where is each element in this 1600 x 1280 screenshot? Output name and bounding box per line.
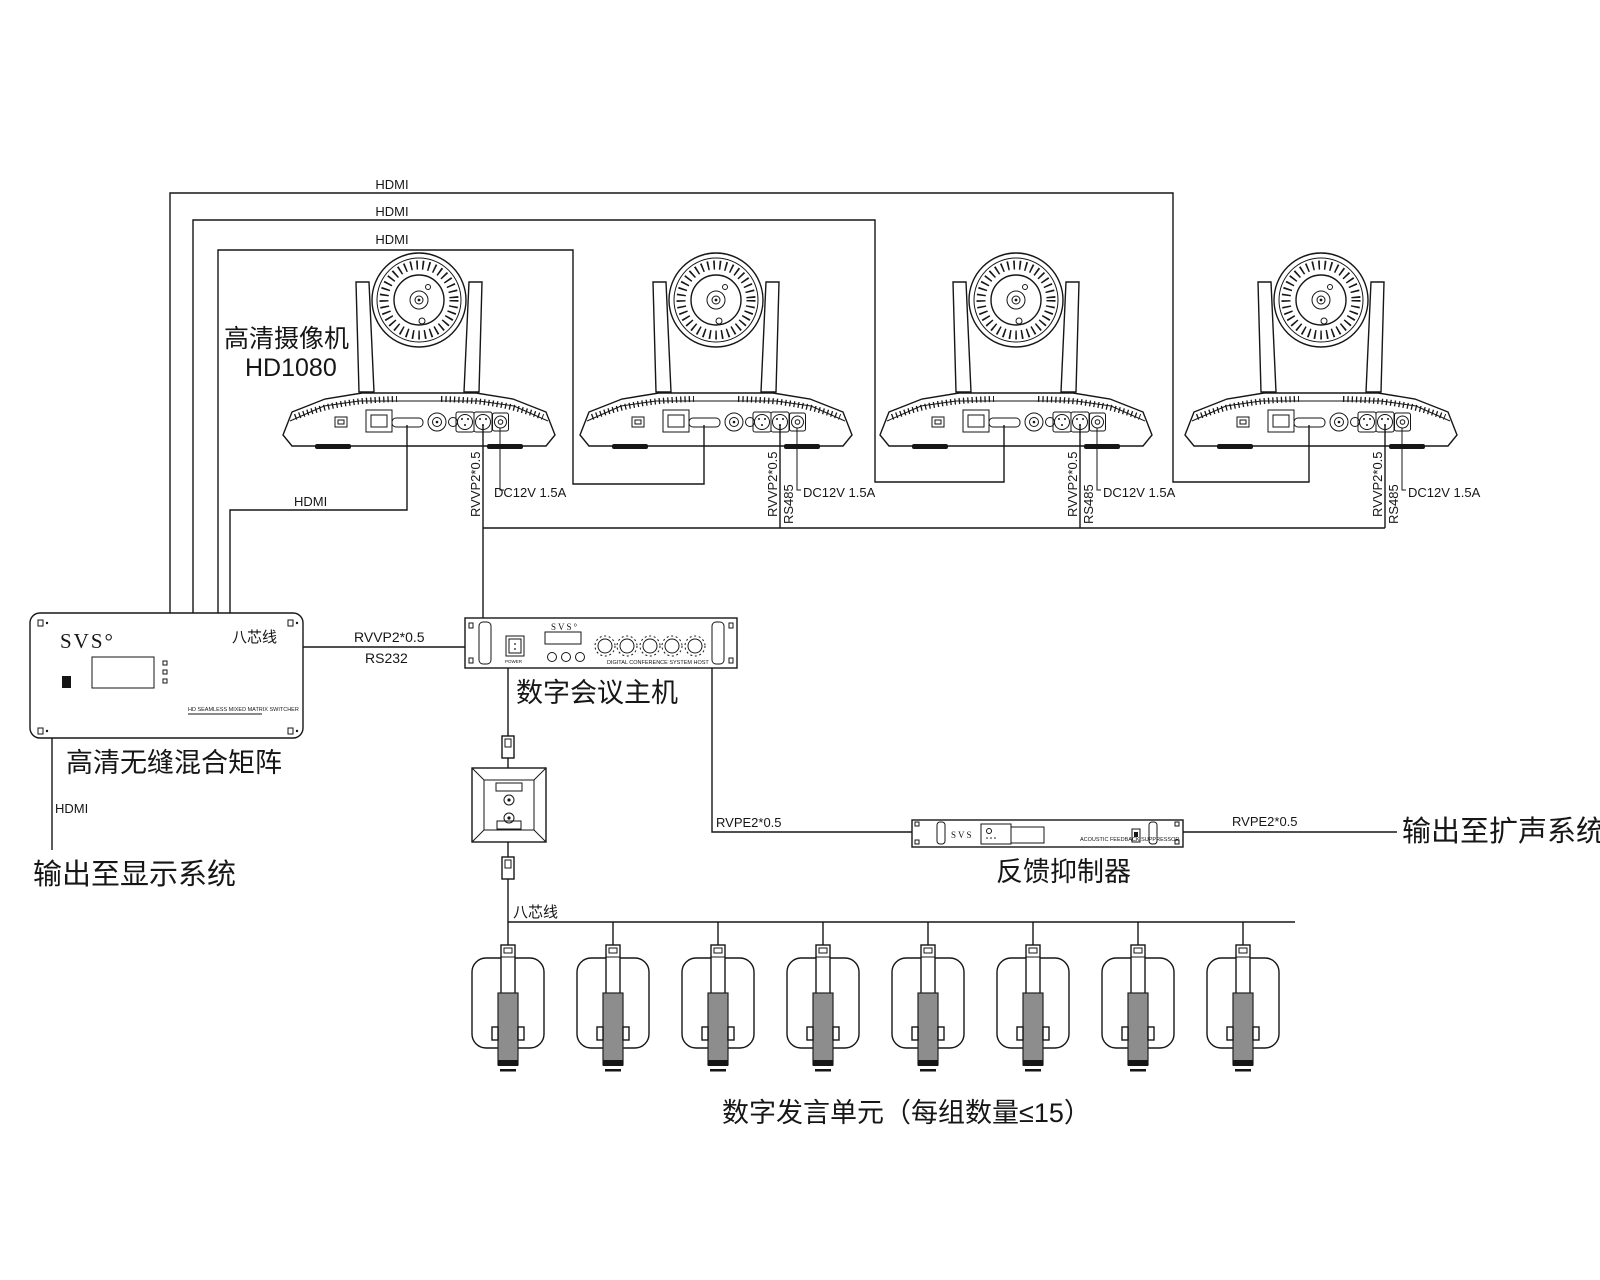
dc-stub-3 xyxy=(1096,428,1101,491)
mic-unit-8 xyxy=(1206,944,1280,1073)
rvpe-label-right: RVPE2*0.5 xyxy=(1232,814,1298,829)
hdmi-label-top-2: HDMI xyxy=(375,204,408,219)
hdmi-cable-camera-4 xyxy=(169,192,1310,613)
camera-name-line1: 高清摄像机 xyxy=(224,325,349,353)
rvpe-label-left: RVPE2*0.5 xyxy=(716,815,782,830)
hdmi-label-display-out: HDMI xyxy=(55,801,88,816)
camera-3 xyxy=(880,253,1152,449)
host-knobs xyxy=(594,635,706,657)
rvvp-label-matrix-host: RVVP2*0.5 xyxy=(354,629,425,645)
dc12v-label-camera-3: DC12V 1.5A xyxy=(1103,485,1176,500)
conference-host-unit xyxy=(464,617,738,669)
suppressor-button xyxy=(1131,828,1141,843)
dc12v-label-camera-1: DC12V 1.5A xyxy=(494,485,567,500)
host-brand: SVS° xyxy=(551,622,579,632)
eight-core-label-bus: 八芯线 xyxy=(513,904,558,921)
mic-unit-3 xyxy=(681,944,755,1073)
wall-plate-assembly xyxy=(471,735,547,880)
host-button-3 xyxy=(575,652,585,662)
camera-2 xyxy=(580,253,852,449)
hdmi-cable-camera-2 xyxy=(217,249,705,613)
rvvp-label-camera-3: RVVP2*0.5 xyxy=(1065,451,1080,517)
rvvp-label-camera-2: RVVP2*0.5 xyxy=(765,451,780,517)
camera-name-line2: HD1080 xyxy=(245,354,337,382)
host-rack-ear-right xyxy=(711,621,725,665)
dc12v-label-camera-2: DC12V 1.5A xyxy=(803,485,876,500)
labels: HDMI HDMI HDMI HDMI HDMI 高清摄像机 HD1080 RV… xyxy=(33,177,1600,1128)
mic-group-label: 数字发言单元（每组数量≤15） xyxy=(722,1098,1091,1128)
dc12v-label-camera-4: DC12V 1.5A xyxy=(1408,485,1481,500)
hdmi-cable-camera-3 xyxy=(192,219,1005,613)
host-button-1 xyxy=(547,652,557,662)
dc-stub-4 xyxy=(1401,428,1406,491)
host-label: 数字会议主机 xyxy=(516,678,678,708)
rs485-label-camera-3: RS485 xyxy=(1081,484,1096,524)
mic-unit-2 xyxy=(576,944,650,1073)
mic-unit-6 xyxy=(996,944,1070,1073)
host-display xyxy=(544,631,582,645)
suppressor-rack-ear-right xyxy=(1148,821,1158,845)
hdmi-cable-camera-1 xyxy=(229,425,408,613)
host-power-switch xyxy=(505,635,525,657)
dc-stub-1 xyxy=(499,428,504,491)
matrix-power-button xyxy=(62,676,71,688)
cables xyxy=(51,192,1406,947)
suppressor-label: 反馈抑制器 xyxy=(996,857,1131,887)
matrix-unit xyxy=(29,612,304,739)
hdmi-label-top-3: HDMI xyxy=(375,232,408,247)
eight-core-label-matrix: 八芯线 xyxy=(232,629,277,646)
rvvp-label-camera-4: RVVP2*0.5 xyxy=(1370,451,1385,517)
matrix-brand: SVS° xyxy=(60,629,115,653)
rs485-label-camera-2: RS485 xyxy=(781,484,796,524)
mic-unit-7 xyxy=(1101,944,1175,1073)
display-output-label: 输出至显示系统 xyxy=(33,858,236,891)
host-to-suppressor-cable xyxy=(711,668,912,833)
matrix-fine-print: HD SEAMLESS MIXED MATRIX SWITCHER xyxy=(188,707,299,713)
host-rack-ear-left xyxy=(478,621,492,665)
hdmi-label-camera-1: HDMI xyxy=(294,494,327,509)
suppressor-fine-print: ACOUSTIC FEEDBACK SUPPRESSOR xyxy=(1080,837,1179,843)
mic-unit-5 xyxy=(891,944,965,1073)
mic-unit-1 xyxy=(471,944,545,1073)
dc-stub-2 xyxy=(796,428,801,491)
rs485-label-camera-4: RS485 xyxy=(1386,484,1401,524)
matrix-display xyxy=(91,656,155,689)
rvvp-label-camera-1: RVVP2*0.5 xyxy=(468,451,483,517)
hdmi-label-top-1: HDMI xyxy=(375,177,408,192)
matrix-label: 高清无缝混合矩阵 xyxy=(66,748,282,778)
mic-unit-4 xyxy=(786,944,860,1073)
camera-4 xyxy=(1185,253,1457,449)
feedback-suppressor-unit xyxy=(911,819,1184,848)
speaker-output-label: 输出至扩声系统 xyxy=(1402,815,1600,848)
rs232-label: RS232 xyxy=(365,650,408,666)
mic-drops xyxy=(612,922,1244,947)
suppressor-brand: SVS xyxy=(951,830,974,840)
host-power-label: POWER xyxy=(505,659,523,664)
host-fine-print: DIGITAL CONFERENCE SYSTEM HOST xyxy=(607,660,709,666)
suppressor-rack-ear-left xyxy=(936,821,946,845)
host-button-2 xyxy=(561,652,571,662)
